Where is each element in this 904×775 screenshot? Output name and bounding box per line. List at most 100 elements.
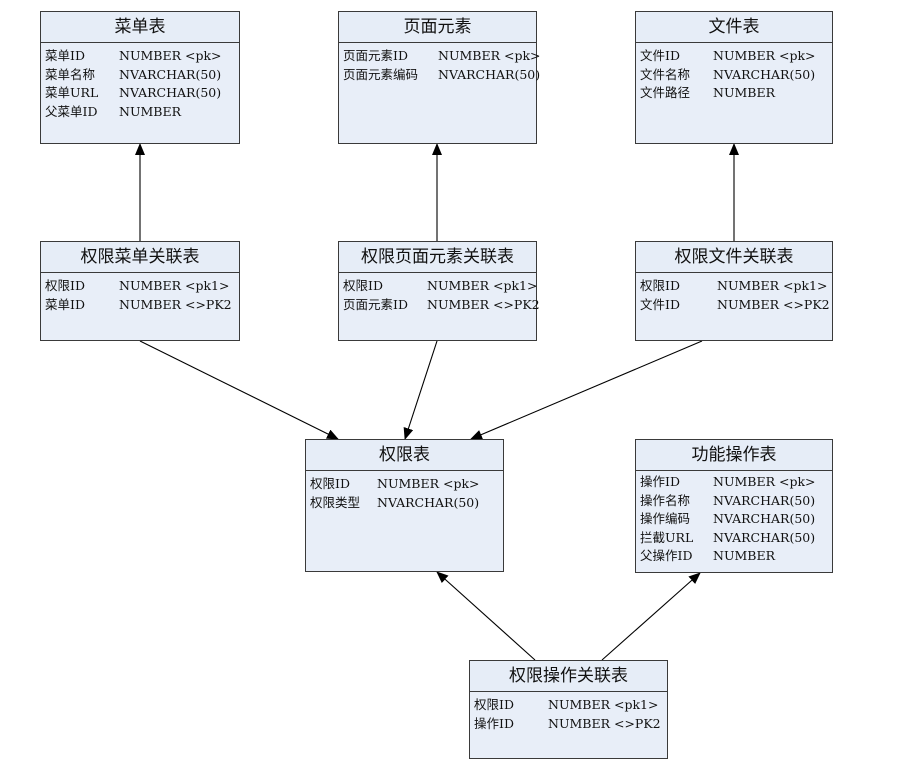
entity-perm-op: 权限操作关联表 权限ID NUMBER <pk1> 操作ID NUMBER <>PK…	[469, 660, 668, 759]
attribute-type: NUMBER <pk1>	[119, 278, 230, 293]
attribute-row: 操作编码 NVARCHAR(50)	[640, 510, 832, 529]
attribute-row: 拦截URL NVARCHAR(50)	[640, 529, 832, 548]
entity-permission: 权限表 权限ID NUMBER <pk> 权限类型 NVARCHAR(50)	[305, 439, 504, 572]
entity-title: 文件表	[636, 12, 832, 43]
attribute-name: 文件ID	[640, 296, 680, 312]
edge-perm-menu-to-permission	[139, 340, 339, 440]
entity-attributes: 菜单ID NUMBER <pk> 菜单名称 NVARCHAR(50) 菜单URL NV…	[41, 43, 239, 121]
attribute-type: NUMBER	[119, 103, 181, 119]
attribute-row: 父菜单ID NUMBER	[45, 103, 239, 122]
attribute-row: 权限ID NUMBER <pk1>	[640, 277, 832, 296]
attribute-name: 权限ID	[343, 278, 383, 293]
attribute-row: 操作ID NUMBER <>PK2	[474, 715, 667, 734]
edge-perm-file-to-permission	[470, 340, 703, 440]
attribute-row: 页面元素ID NUMBER <pk>	[343, 47, 541, 66]
attribute-type: NUMBER <>PK2	[119, 296, 232, 312]
entity-function-op: 功能操作表 操作ID NUMBER <pk> 操作名称 NVARCHAR(50) 操…	[635, 439, 833, 573]
attribute-type: NVARCHAR(50)	[119, 66, 222, 82]
attribute-type: NUMBER <pk1>	[548, 697, 659, 712]
entity-title: 权限页面元素关联表	[339, 242, 536, 273]
entity-page-element: 页面元素 页面元素ID NUMBER <pk> 页面元素编码 NVARCHAR(50…	[338, 11, 541, 144]
attribute-name: 操作ID	[640, 474, 680, 489]
attribute-row: 菜单ID NUMBER <pk>	[45, 47, 239, 66]
attribute-type: NVARCHAR(50)	[713, 492, 816, 508]
entity-title: 权限表	[306, 440, 503, 471]
attribute-type: NUMBER <>PK2	[548, 715, 661, 731]
attribute-row: 文件路径 NUMBER	[640, 84, 832, 103]
attribute-name: 权限类型	[310, 494, 361, 510]
attribute-name: 操作编码	[640, 511, 691, 527]
entity-attributes: 操作ID NUMBER <pk> 操作名称 NVARCHAR(50) 操作编码 NVA…	[636, 471, 832, 566]
attribute-type: NVARCHAR(50)	[377, 494, 480, 510]
attribute-row: 菜单名称 NVARCHAR(50)	[45, 66, 239, 85]
attribute-row: 权限ID NUMBER <pk>	[310, 475, 503, 494]
attribute-row: 文件ID NUMBER <pk>	[640, 47, 832, 66]
attribute-name: 文件名称	[640, 66, 691, 82]
entity-attributes: 权限ID NUMBER <pk1> 操作ID NUMBER <>PK2	[470, 692, 667, 733]
entity-attributes: 页面元素ID NUMBER <pk> 页面元素编码 NVARCHAR(50)	[339, 43, 541, 85]
attribute-type: NUMBER <pk1>	[427, 278, 538, 293]
attribute-name: 父菜单ID	[45, 103, 98, 119]
attribute-name: 菜单ID	[45, 48, 85, 63]
attribute-type: NUMBER <pk>	[713, 474, 816, 489]
attribute-type: NUMBER	[713, 548, 775, 564]
attribute-type: NUMBER <pk>	[438, 48, 541, 63]
attribute-type: NUMBER	[713, 85, 775, 101]
entity-perm-file: 权限文件关联表 权限ID NUMBER <pk1> 文件ID NUMBER <>PK…	[635, 241, 833, 341]
entity-title: 权限菜单关联表	[41, 242, 239, 273]
attribute-name: 菜单ID	[45, 296, 85, 312]
attribute-type: NVARCHAR(50)	[713, 529, 816, 545]
attribute-type: NUMBER <>PK2	[717, 296, 830, 312]
edge-perm-op-to-permission	[436, 571, 536, 661]
entity-menu: 菜单表 菜单ID NUMBER <pk> 菜单名称 NVARCHAR(50) 菜单U…	[40, 11, 240, 144]
attribute-name: 操作名称	[640, 492, 691, 508]
attribute-name: 拦截URL	[640, 529, 694, 545]
attribute-name: 权限ID	[640, 278, 680, 293]
attribute-name: 页面元素ID	[343, 48, 408, 63]
attribute-type: NUMBER <pk1>	[717, 278, 828, 293]
attribute-row: 权限ID NUMBER <pk1>	[474, 696, 667, 715]
attribute-type: NVARCHAR(50)	[119, 85, 222, 101]
entity-attributes: 权限ID NUMBER <pk1> 菜单ID NUMBER <>PK2	[41, 273, 239, 314]
entity-perm-menu: 权限菜单关联表 权限ID NUMBER <pk1> 菜单ID NUMBER <>PK…	[40, 241, 240, 341]
entity-attributes: 权限ID NUMBER <pk1> 文件ID NUMBER <>PK2	[636, 273, 832, 314]
attribute-name: 权限ID	[474, 697, 514, 712]
entity-title: 菜单表	[41, 12, 239, 43]
attribute-name: 页面元素编码	[343, 66, 419, 82]
attribute-row: 权限ID NUMBER <pk1>	[343, 277, 538, 296]
entity-attributes: 文件ID NUMBER <pk> 文件名称 NVARCHAR(50) 文件路径 NUM…	[636, 43, 832, 103]
attribute-row: 操作名称 NVARCHAR(50)	[640, 492, 832, 511]
attribute-row: 菜单URL NVARCHAR(50)	[45, 84, 239, 103]
attribute-row: 操作ID NUMBER <pk>	[640, 473, 832, 492]
attribute-type: NUMBER <pk>	[713, 48, 816, 63]
attribute-name: 权限ID	[45, 278, 85, 293]
attribute-row: 文件名称 NVARCHAR(50)	[640, 66, 832, 85]
attribute-name: 操作ID	[474, 715, 514, 731]
attribute-name: 文件ID	[640, 48, 680, 63]
attribute-type: NVARCHAR(50)	[713, 511, 816, 527]
attribute-type: NUMBER <pk>	[119, 48, 222, 63]
entity-title: 功能操作表	[636, 440, 832, 471]
entity-title: 权限文件关联表	[636, 242, 832, 273]
attribute-row: 页面元素编码 NVARCHAR(50)	[343, 66, 540, 85]
attribute-name: 文件路径	[640, 85, 691, 101]
attribute-type: NVARCHAR(50)	[713, 66, 816, 82]
entity-title: 权限操作关联表	[470, 661, 667, 692]
entity-file: 文件表 文件ID NUMBER <pk> 文件名称 NVARCHAR(50) 文件路…	[635, 11, 833, 144]
entity-attributes: 权限ID NUMBER <pk> 权限类型 NVARCHAR(50)	[306, 471, 503, 512]
edge-perm-op-to-function-op	[601, 572, 701, 661]
attribute-type: NUMBER <>PK2	[427, 296, 540, 312]
attribute-name: 菜单URL	[45, 85, 99, 101]
attribute-name: 菜单名称	[45, 66, 96, 82]
attribute-type: NVARCHAR(50)	[438, 66, 541, 82]
attribute-name: 权限ID	[310, 476, 350, 491]
entity-title: 页面元素	[339, 12, 536, 43]
attribute-row: 权限ID NUMBER <pk1>	[45, 277, 239, 296]
edge-perm-page-element-to-permission	[403, 340, 438, 440]
attribute-row: 菜单ID NUMBER <>PK2	[45, 296, 239, 315]
attribute-type: NUMBER <pk>	[377, 476, 480, 491]
